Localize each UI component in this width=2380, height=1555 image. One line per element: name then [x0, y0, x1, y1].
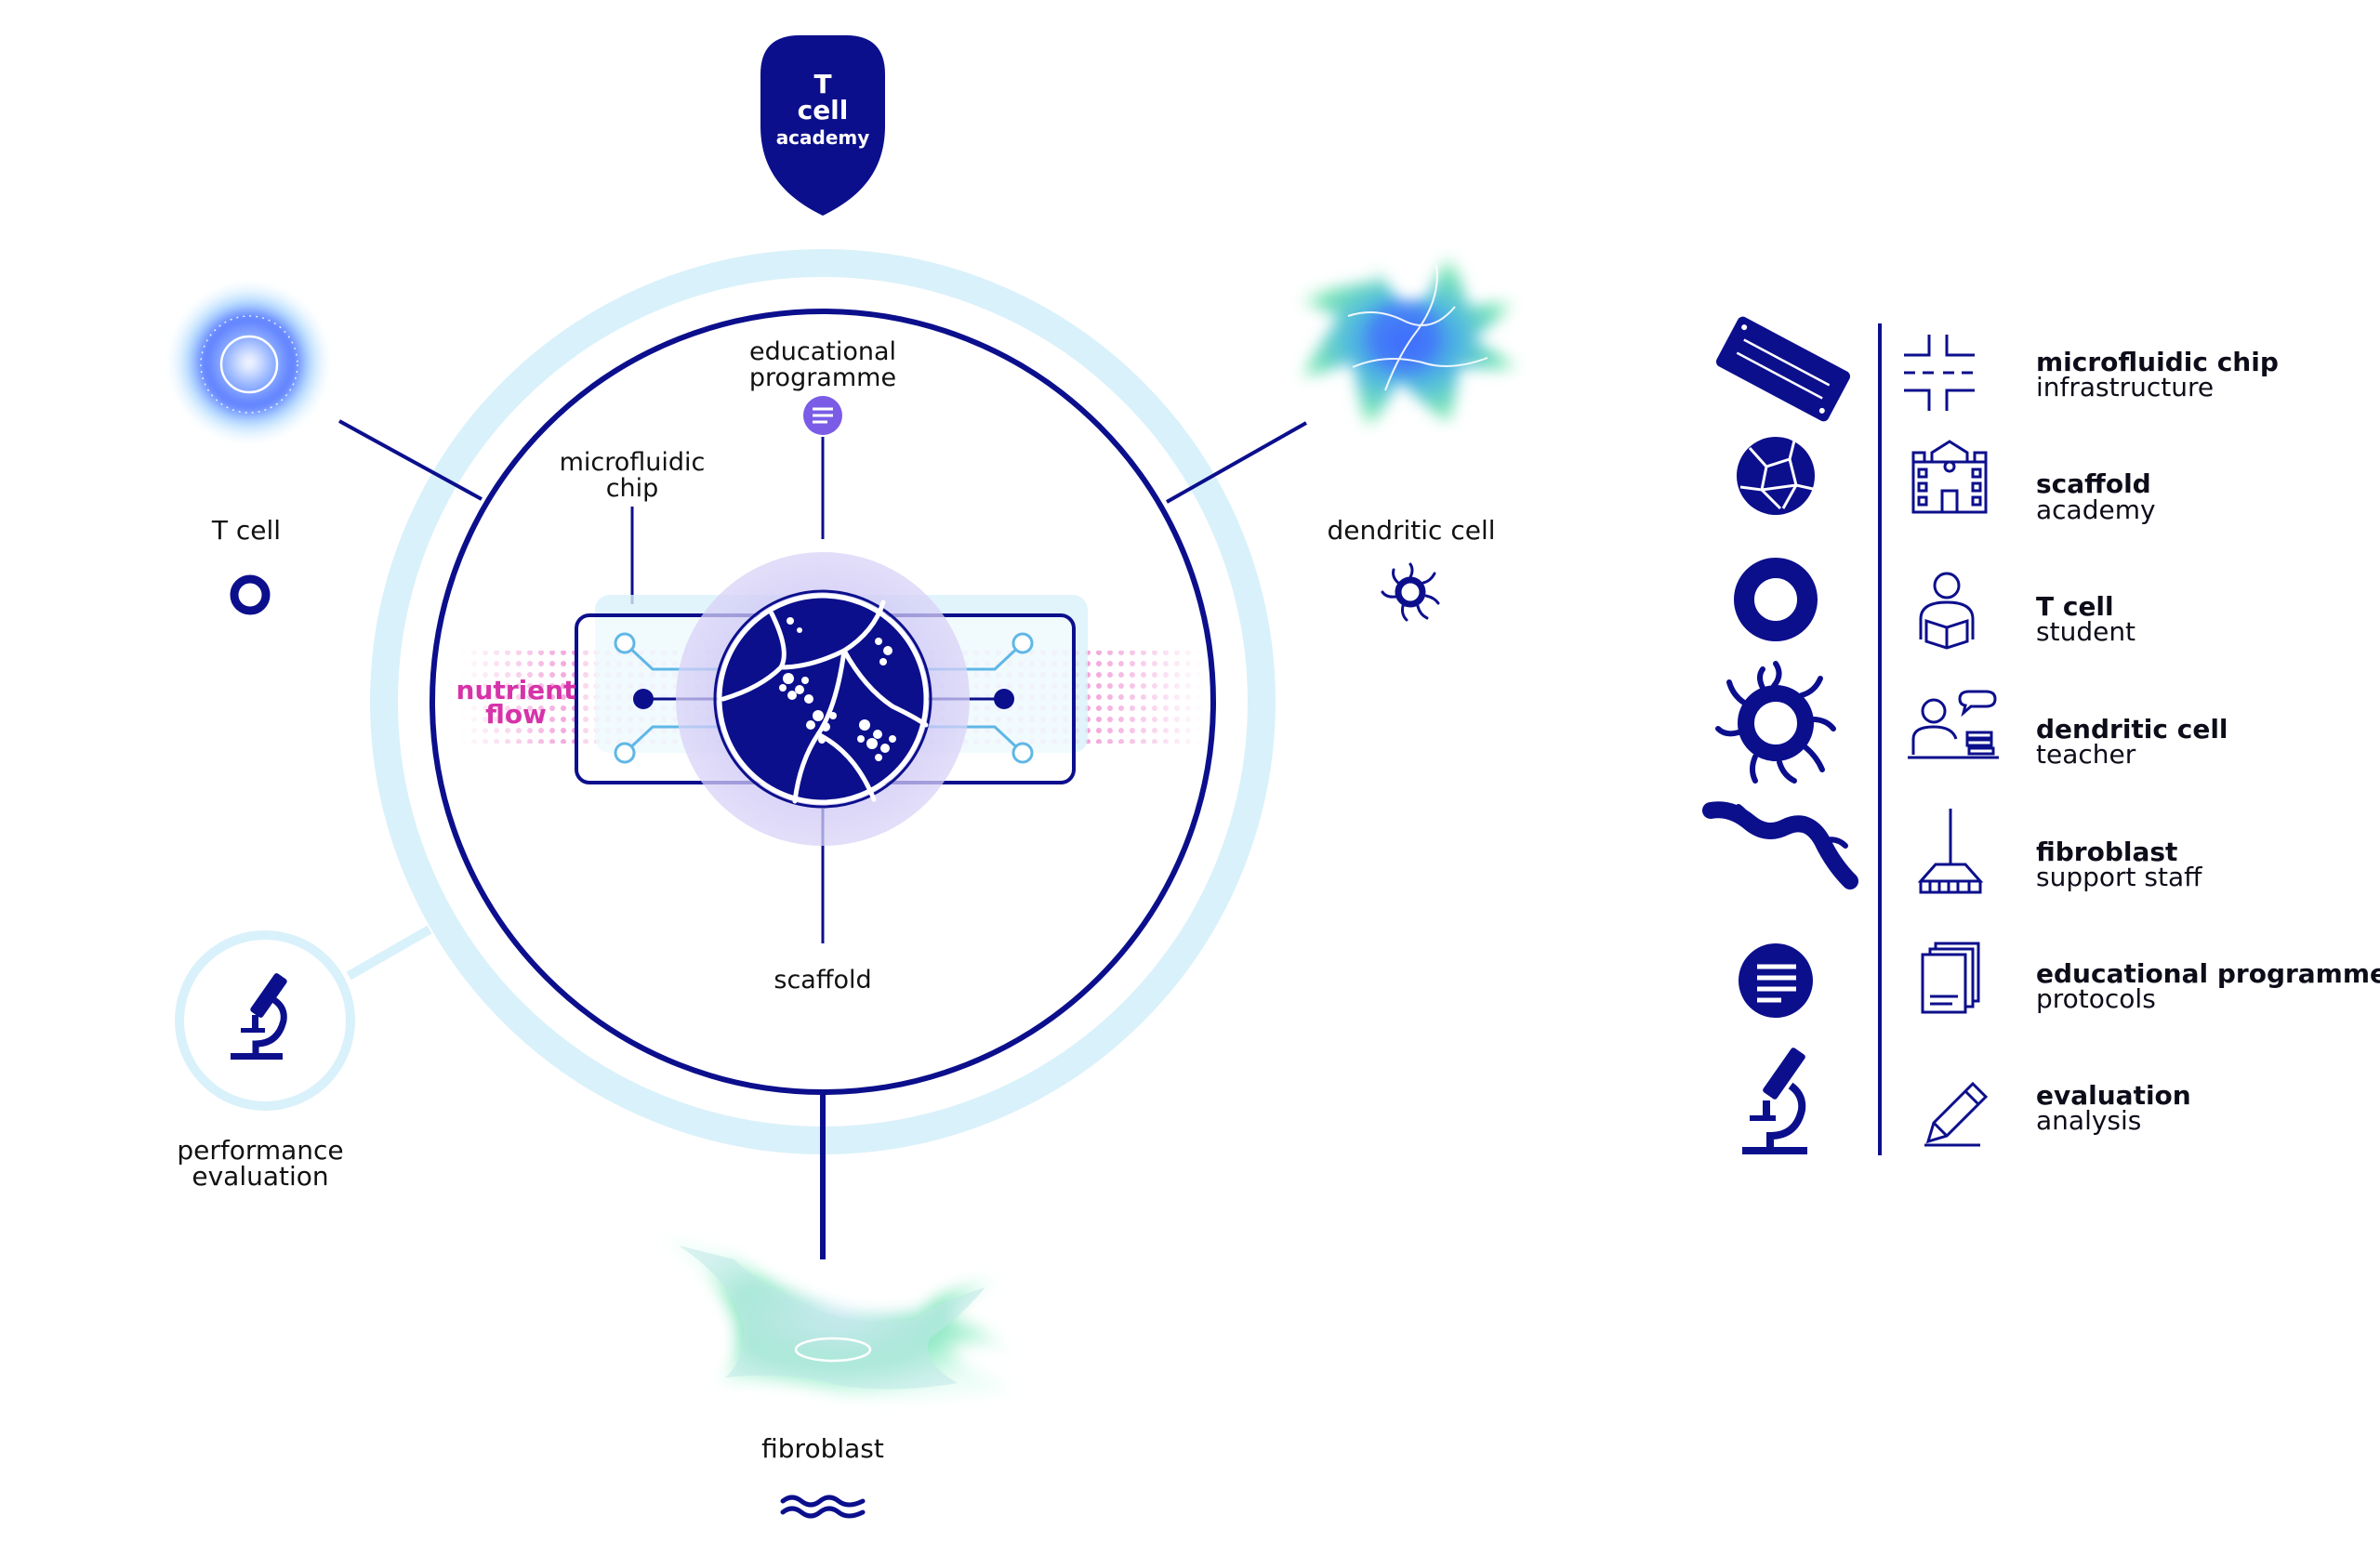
legend-name-fibroblast: fibroblast	[2036, 837, 2177, 867]
nutrient-flow-label-2: flow	[485, 699, 547, 730]
t-cell-academy-badge: T cell academy	[760, 35, 885, 216]
legend-name-microfluidic-chip: microfluidic chip	[2036, 347, 2279, 377]
badge-line-1: T	[813, 69, 831, 99]
legend-role-analysis: analysis	[2036, 1105, 2141, 1136]
legend-name-evaluation: evaluation	[2036, 1080, 2191, 1111]
legend-name-dendritic-cell: dendritic cell	[2036, 714, 2228, 745]
fibroblast-node: fibroblast	[660, 1236, 1013, 1519]
legend-role-protocols: protocols	[2036, 983, 2156, 1014]
legend-fibroblast-icon	[1702, 801, 1858, 890]
microfluidic-chip-label-1: microfluidic	[560, 448, 706, 477]
t-cell-label: T cell	[211, 515, 281, 546]
badge-line-2: cell	[798, 95, 849, 125]
fibroblast-label: fibroblast	[761, 1433, 884, 1464]
fibroblast-nucleus	[794, 1337, 872, 1363]
t-cell-node: T cell	[167, 281, 331, 615]
dendritic-cell-small-icon	[1381, 562, 1440, 622]
legend-row-t-cell: T cell student	[1734, 558, 2135, 650]
scaffold-label: scaffold	[774, 966, 871, 995]
legend-role-academy: academy	[2036, 494, 2156, 525]
connector-t-cell	[338, 419, 483, 501]
chip-port-right	[994, 689, 1014, 709]
legend-row-dendritic-cell: dendritic cell teacher	[1715, 661, 2228, 784]
legend-documents-stack-icon	[1921, 942, 1980, 1014]
legend-dendritic-cell-icon	[1715, 661, 1836, 784]
dendritic-cell-label: dendritic cell	[1327, 515, 1495, 546]
legend-t-cell-ring-icon	[1734, 558, 1818, 641]
microfluidic-chip-label-2: chip	[606, 474, 659, 503]
badge-line-3: academy	[776, 126, 870, 149]
legend: microfluidic chip infrastructure	[1702, 316, 2380, 1155]
microscope-icon	[231, 973, 287, 1060]
nutrient-flow-label-1: nutrient	[456, 675, 576, 705]
t-cell-glow	[167, 281, 331, 444]
inner-ring	[430, 309, 1216, 1095]
scaffold-disk	[713, 589, 932, 809]
chip-port-left	[633, 689, 654, 709]
legend-name-scaffold: scaffold	[2036, 468, 2151, 499]
legend-role-support-staff: support staff	[2036, 862, 2202, 892]
performance-evaluation-node: performance evaluation	[175, 930, 355, 1192]
legend-school-building-icon	[1911, 440, 1988, 514]
legend-microfluidic-chip-icon	[1715, 316, 1851, 422]
performance-label-2: evaluation	[192, 1161, 328, 1192]
dendritic-cell-node: dendritic cell	[1283, 246, 1529, 622]
legend-student-reading-icon	[1919, 572, 1975, 650]
legend-name-educational-programme: educational programme	[2036, 958, 2380, 989]
t-cell-small-icon	[230, 574, 271, 615]
t-cell-core-ring	[219, 335, 279, 394]
legend-name-t-cell: T cell	[2036, 591, 2114, 622]
legend-role-infrastructure: infrastructure	[2036, 372, 2214, 402]
legend-row-fibroblast: fibroblast support staff	[1702, 801, 2202, 894]
legend-role-student: student	[2036, 616, 2135, 647]
legend-row-educational-programme: educational programme protocols	[1739, 942, 2380, 1018]
connector-performance	[346, 925, 432, 981]
educational-programme-label-1: educational	[749, 337, 896, 366]
central-diagram: educational programme microfluidic chip …	[338, 249, 1307, 1259]
legend-row-evaluation: evaluation analysis	[1742, 1048, 2191, 1154]
educational-programme-label-2: programme	[749, 363, 896, 392]
legend-microscope-icon	[1742, 1048, 1807, 1154]
legend-row-scaffold: scaffold academy	[1737, 437, 2156, 525]
legend-pencil-icon	[1924, 1081, 1989, 1147]
legend-road-intersection-icon	[1904, 335, 1975, 411]
legend-row-microfluidic-chip: microfluidic chip infrastructure	[1715, 316, 2279, 422]
legend-broom-icon	[1917, 809, 1984, 894]
legend-document-icon	[1739, 943, 1813, 1018]
educational-programme-icon	[803, 396, 842, 435]
legend-teacher-at-desk-icon	[1908, 690, 1999, 759]
legend-scaffold-icon	[1737, 437, 1815, 515]
fibroblast-small-icon	[780, 1495, 866, 1519]
performance-label-1: performance	[177, 1135, 343, 1166]
connector-dendritic	[1166, 421, 1307, 504]
legend-role-teacher: teacher	[2036, 739, 2136, 770]
